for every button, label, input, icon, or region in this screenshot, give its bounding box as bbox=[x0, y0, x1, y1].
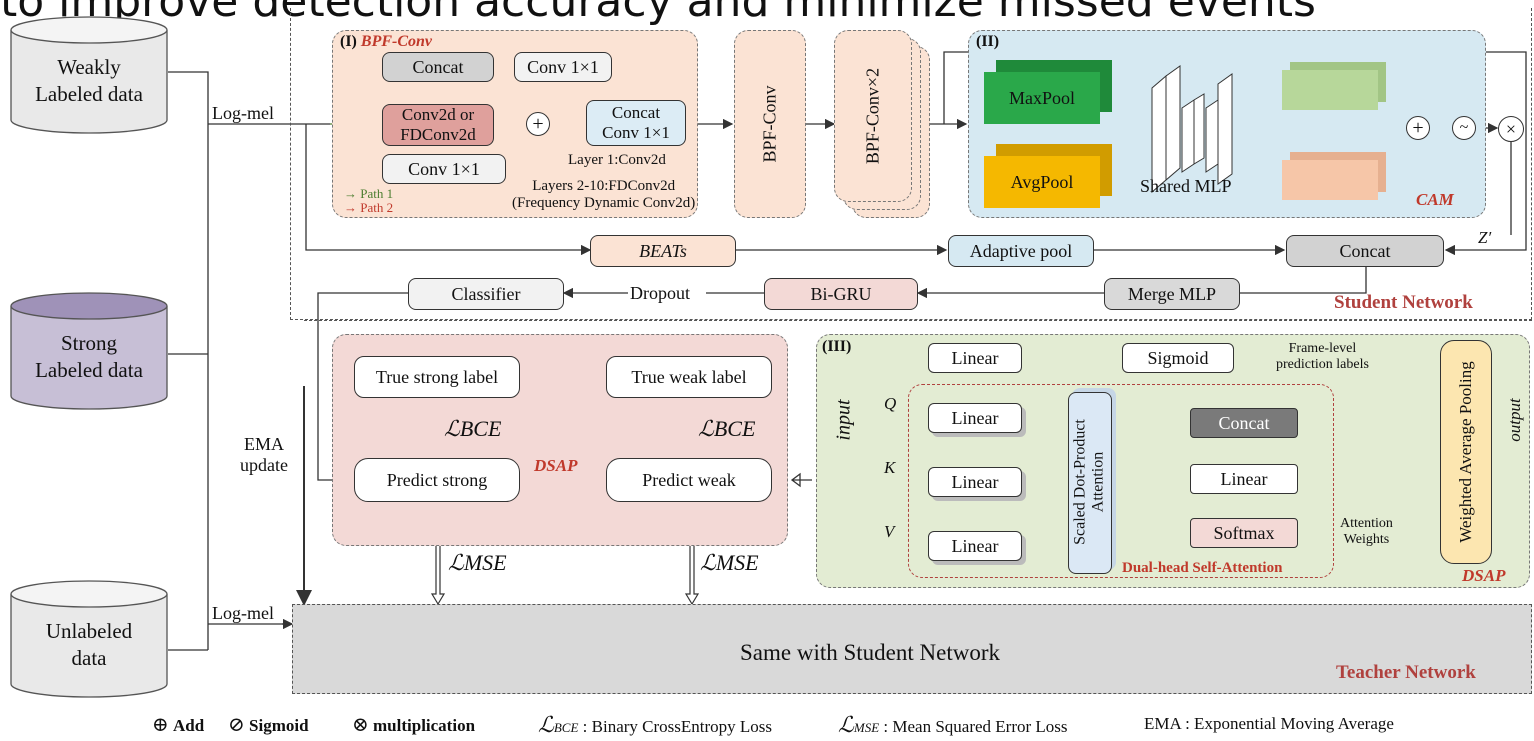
bpf-conv-title: (I) BPF-Conv bbox=[340, 33, 433, 50]
weakly-labeled-data: Weakly Labeled data bbox=[10, 16, 168, 134]
bpf-concat-conv: Concat Conv 1×1 bbox=[586, 100, 686, 146]
wap-label: Weighted Average Pooling bbox=[1456, 361, 1475, 543]
same-with-student-label: Same with Student Network bbox=[740, 640, 1000, 665]
dsap-left-label: DSAP bbox=[534, 456, 578, 475]
add-icon: ⊕ bbox=[152, 714, 169, 736]
cam-orange-feature bbox=[1282, 160, 1378, 200]
dsap-right-title: (III) bbox=[822, 338, 852, 355]
mse-loss-2: ℒMSE bbox=[700, 550, 759, 576]
merge-mlp-box: Merge MLP bbox=[1104, 278, 1240, 310]
softmax-box: Softmax bbox=[1190, 518, 1298, 548]
ema-update-label: EMA update bbox=[240, 434, 288, 475]
cam-green-feature bbox=[1282, 70, 1378, 110]
output-label: output bbox=[1505, 398, 1524, 442]
bpf-add-icon: + bbox=[526, 112, 550, 136]
bpf-conv1x1-bottom: Conv 1×1 bbox=[382, 154, 506, 184]
legend-mse: ℒMSE : Mean Squared Error Loss bbox=[838, 712, 1068, 737]
student-network-label: Student Network bbox=[1334, 292, 1473, 313]
maxpool-block: MaxPool bbox=[984, 72, 1100, 124]
concat-box: Concat bbox=[1286, 235, 1444, 267]
sigmoid-icon: ⊘ bbox=[228, 714, 245, 736]
input-label: input bbox=[832, 399, 855, 441]
teacher-network-label: Teacher Network bbox=[1336, 662, 1476, 683]
bi-gru-box: Bi-GRU bbox=[764, 278, 918, 310]
cam-multiply-icon: × bbox=[1498, 116, 1524, 142]
layer1-label: Layer 1:Conv2d bbox=[568, 152, 666, 168]
network-divider bbox=[304, 320, 1532, 321]
bce-loss-2: ℒBCE bbox=[698, 416, 756, 442]
dual-head-label: Dual-head Self-Attention bbox=[1122, 560, 1283, 576]
linear-v-box: Linear bbox=[928, 531, 1022, 561]
mse-loss-1: ℒMSE bbox=[448, 550, 507, 576]
cam-add-icon: + bbox=[1406, 116, 1430, 140]
path1-label: → Path 1 bbox=[344, 186, 394, 201]
sdpa-label: Scaled Dot-Product Attention bbox=[1071, 419, 1107, 545]
true-weak-label: True weak label bbox=[606, 356, 772, 398]
adaptive-pool-box: Adaptive pool bbox=[948, 235, 1094, 267]
shared-mlp-label: Shared MLP bbox=[1140, 176, 1232, 196]
path2-label: → Path 2 bbox=[344, 200, 394, 215]
weighted-average-pooling-box bbox=[1440, 340, 1492, 564]
bpf-conv-x2-label: BPF-Conv×2 bbox=[862, 67, 883, 165]
legend-bce: ℒBCE : Binary CrossEntropy Loss bbox=[538, 712, 773, 737]
bpf-conv-block-label: BPF-Conv bbox=[759, 85, 780, 163]
teacher-network-box bbox=[292, 604, 1532, 694]
true-strong-label: True strong label bbox=[354, 356, 520, 398]
classifier-box: Classifier bbox=[408, 278, 564, 310]
strong-labeled-data: Strong Labeled data bbox=[10, 292, 168, 410]
q-label: Q bbox=[884, 394, 897, 413]
linear-q-box: Linear bbox=[928, 403, 1022, 433]
predict-strong-box: Predict strong bbox=[354, 458, 520, 502]
cam-title: (II) bbox=[976, 33, 1000, 50]
bce-loss-1: ℒBCE bbox=[444, 416, 502, 442]
legend-sigmoid: ⊘ Sigmoid bbox=[228, 714, 309, 736]
log-mel-label-teacher: Log-mel bbox=[212, 603, 274, 623]
attention-weights-label: Attention Weights bbox=[1340, 516, 1393, 548]
legend-add: ⊕ Add bbox=[152, 714, 205, 736]
sdpa-block bbox=[1068, 392, 1112, 574]
multiply-icon: ⊗ bbox=[352, 714, 369, 736]
k-label: K bbox=[884, 458, 896, 477]
linear-top-box: Linear bbox=[928, 343, 1022, 373]
bpf-concat: Concat bbox=[382, 52, 494, 82]
predict-weak-box: Predict weak bbox=[606, 458, 772, 502]
log-mel-label: Log-mel bbox=[212, 103, 274, 123]
bpf-conv-x2-block bbox=[834, 30, 912, 202]
dsap-right-label: DSAP bbox=[1462, 566, 1506, 585]
bpf-conv1x1-top: Conv 1×1 bbox=[514, 52, 612, 82]
cam-sigmoid-icon: ~ bbox=[1452, 116, 1476, 140]
unlabeled-data: Unlabeled data bbox=[10, 580, 168, 698]
linear-mid-box: Linear bbox=[1190, 464, 1298, 494]
dual-head-region bbox=[908, 384, 1334, 578]
layers-label: Layers 2-10:FDConv2d (Frequency Dynamic … bbox=[512, 178, 696, 211]
cam-name: CAM bbox=[1416, 190, 1454, 209]
frame-level-label: Frame-level prediction labels bbox=[1276, 341, 1369, 373]
z-prime-label: Z′ bbox=[1478, 228, 1492, 247]
student-network-frame bbox=[290, 8, 1532, 320]
legend-multiplication: ⊗ multiplication bbox=[352, 714, 476, 736]
concat-box-dsap: Concat bbox=[1190, 408, 1298, 438]
shared-mlp-icon bbox=[1146, 64, 1256, 194]
legend-ema: EMA : Exponential Moving Average bbox=[1144, 714, 1394, 733]
beats-box: BEATs bbox=[590, 235, 736, 267]
avgpool-block: AvgPool bbox=[984, 156, 1100, 208]
dropout-label: Dropout bbox=[630, 283, 690, 303]
sigmoid-box: Sigmoid bbox=[1122, 343, 1234, 373]
bpf-conv-block bbox=[734, 30, 806, 218]
linear-k-box: Linear bbox=[928, 467, 1022, 497]
header-text: to improve detection accuracy and minimi… bbox=[0, 0, 1316, 27]
bpf-conv2d: Conv2d or FDConv2d bbox=[382, 104, 494, 146]
v-label: V bbox=[884, 522, 895, 541]
